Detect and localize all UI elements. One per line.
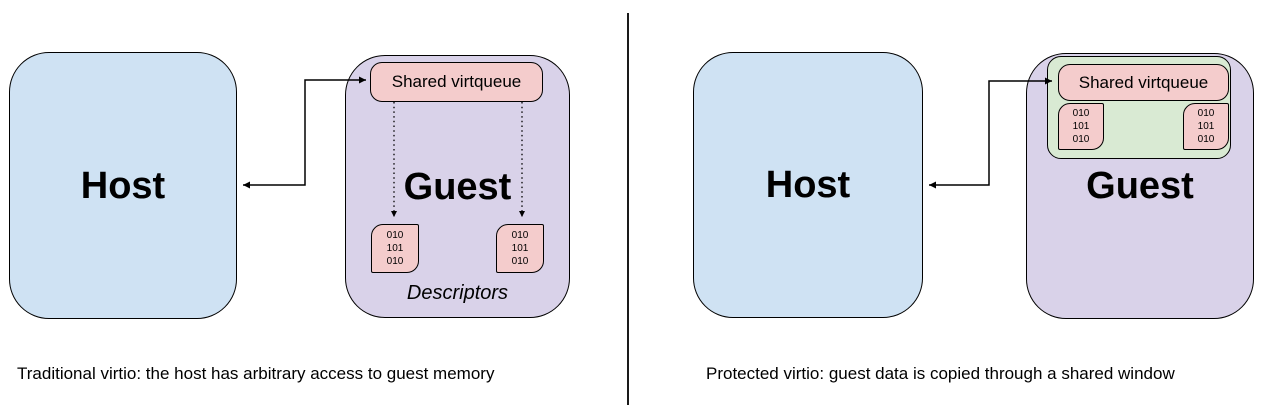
guest-box-traditional: Guest Shared virtqueue 010 101 010 010 1…: [345, 55, 570, 318]
shared-virtqueue-label: Shared virtqueue: [391, 72, 522, 91]
descriptor-block: 010 101 010: [496, 224, 544, 273]
host-label: Host: [80, 164, 166, 207]
host-label: Host: [765, 164, 851, 206]
descriptors-label: Descriptors: [406, 282, 509, 304]
shared-virtqueue-traditional: Shared virtqueue: [370, 62, 543, 102]
host-box-traditional: Host: [9, 52, 237, 319]
shared-virtqueue-protected: Shared virtqueue: [1058, 64, 1229, 101]
caption-protected-virtio: Protected virtio: guest data is copied t…: [706, 364, 1175, 383]
descriptor-block: 010 101 010: [371, 224, 419, 273]
panel-divider: [627, 13, 629, 405]
guest-box-protected: Guest Shared virtqueue 010 101 010 010 1…: [1026, 53, 1254, 319]
guest-label: Guest: [1086, 165, 1194, 207]
guest-label: Guest: [403, 165, 512, 208]
descriptor-block: 010 101 010: [1183, 103, 1229, 150]
descriptor-block: 010 101 010: [1058, 103, 1104, 150]
host-box-protected: Host: [693, 52, 923, 318]
caption-traditional-virtio: Traditional virtio: the host has arbitra…: [17, 364, 495, 383]
shared-virtqueue-label: Shared virtqueue: [1078, 72, 1209, 92]
shared-window: Shared virtqueue 010 101 010 010 101 010: [1047, 56, 1231, 159]
